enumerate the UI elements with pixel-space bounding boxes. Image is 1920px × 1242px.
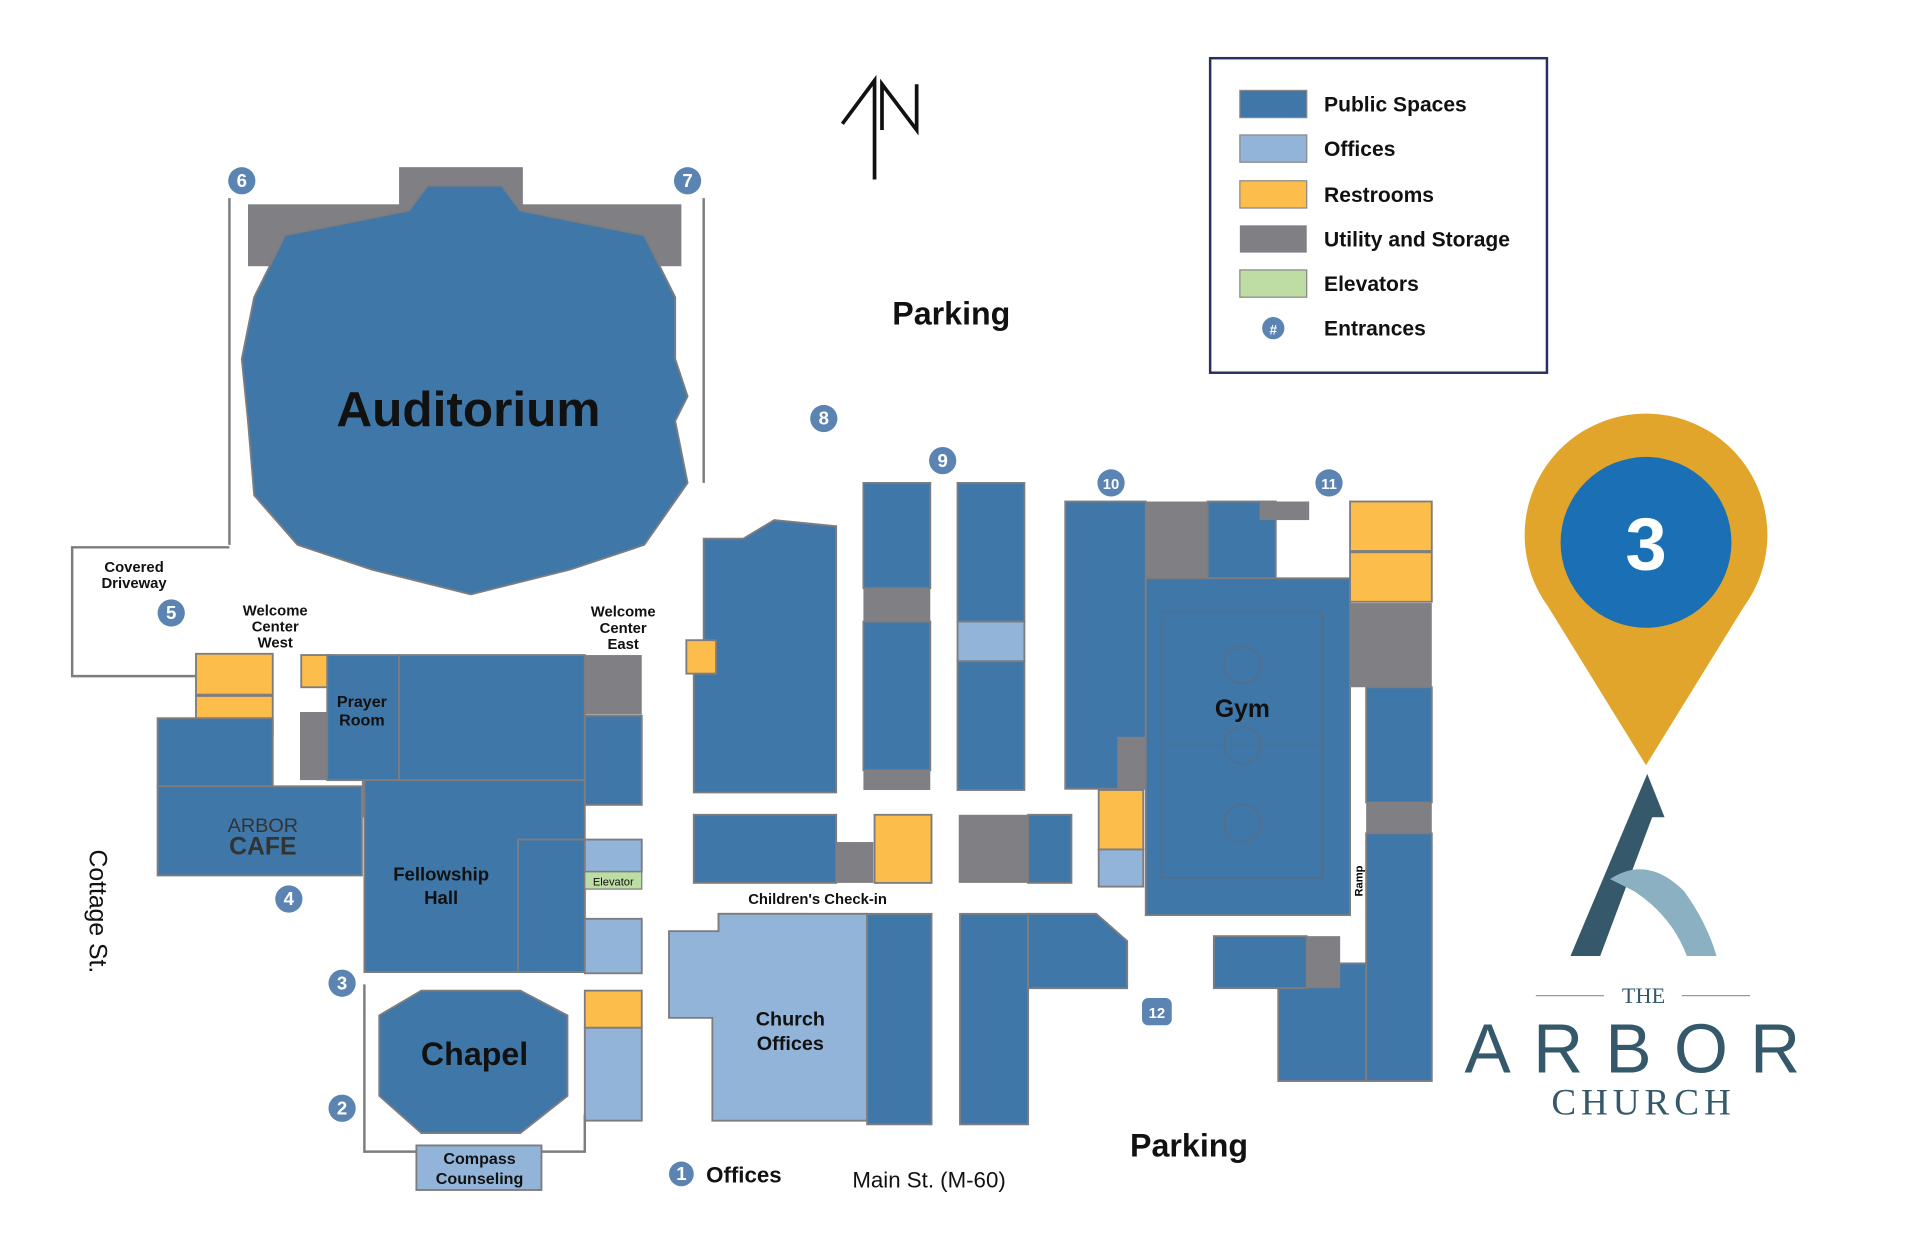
svg-text:6: 6 (237, 170, 247, 191)
welcome-center-west-label: Welcome (243, 603, 308, 619)
chapel[interactable]: Chapel (378, 989, 569, 1134)
welcome-center-east-label: Welcome (591, 605, 656, 621)
compass-label-2: Counseling (436, 1170, 524, 1188)
restroom-childrens[interactable] (873, 813, 933, 884)
svg-text:8: 8 (819, 408, 829, 429)
restroom-gym-1[interactable] (1349, 500, 1433, 552)
parking-south-label: Parking (1130, 1128, 1248, 1164)
cafe-label-2: CAFE (229, 833, 296, 860)
entrance-10[interactable]: 10 (1097, 469, 1125, 497)
legend-restrooms: Restrooms (1324, 184, 1434, 207)
entrance-11[interactable]: 11 (1315, 469, 1343, 497)
svg-text:10: 10 (1103, 477, 1120, 493)
covered-driveway-label: Covered (104, 560, 163, 576)
restroom-men-west[interactable] (195, 652, 274, 696)
arbor-cafe[interactable] (156, 785, 363, 877)
gym[interactable]: Gym (1144, 577, 1351, 917)
legend-utility: Utility and Storage (1324, 228, 1510, 251)
pin-number: 3 (1625, 503, 1666, 586)
elevator[interactable] (584, 871, 643, 890)
prayer-room-label-2: Room (339, 712, 385, 730)
svg-text:4: 4 (284, 888, 295, 909)
prayer-room[interactable] (326, 654, 400, 782)
offices-entrance-label: Offices (706, 1163, 781, 1188)
svg-text:2: 2 (337, 1097, 347, 1118)
entrance-7[interactable]: 7 (673, 167, 702, 195)
svg-text:5: 5 (166, 602, 176, 623)
prayer-room-label: Prayer (337, 693, 388, 711)
legend-public-spaces: Public Spaces (1324, 93, 1467, 116)
childrens-checkin-label: Children's Check-in (748, 892, 887, 908)
auditorium-area[interactable]: Auditorium (228, 167, 705, 596)
fellowship-hall-label-2: Hall (424, 887, 458, 908)
svg-text:11: 11 (1321, 477, 1337, 493)
svg-text:12: 12 (1149, 1006, 1166, 1022)
church-offices-label: Church (756, 1008, 825, 1030)
entrance-2[interactable]: 2 (328, 1094, 356, 1122)
ramp-label: Ramp (1353, 865, 1365, 896)
elevator-label: Elevator (593, 876, 634, 888)
parking-north-label: Parking (892, 295, 1010, 331)
svg-text:7: 7 (682, 170, 692, 191)
covered-driveway-label-2: Driveway (101, 576, 167, 592)
entrance-4[interactable]: 4 (275, 885, 303, 913)
restroom-gym-2[interactable] (1349, 551, 1433, 603)
welcome-center-east-label-3: East (608, 637, 639, 653)
church-offices-label-2: Offices (757, 1033, 824, 1055)
entrance-5[interactable]: 5 (157, 599, 185, 627)
legend: # Public Spaces Offices Restrooms Utilit… (1208, 56, 1549, 374)
cafe-label: ARBOR (228, 815, 298, 837)
restroom-chapel[interactable] (583, 989, 643, 1029)
arbor-church-logo: THE ARBOR CHURCH (1465, 773, 1823, 1123)
restroom-center[interactable] (685, 639, 717, 675)
svg-text:3: 3 (337, 972, 347, 993)
entrance-12[interactable]: 12 (1142, 998, 1172, 1026)
chapel-label: Chapel (421, 1036, 528, 1072)
location-pin: 3 (1524, 413, 1768, 766)
auditorium-label: Auditorium (336, 382, 600, 437)
gym-label: Gym (1215, 696, 1270, 723)
welcome-center-west-label-2: Center (252, 620, 299, 636)
svg-text:THE: THE (1622, 983, 1665, 1008)
svg-text:ARBOR: ARBOR (1465, 1009, 1823, 1087)
legend-elevators: Elevators (1324, 273, 1419, 296)
main-street-label: Main St. (M-60) (852, 1168, 1005, 1193)
entrance-9[interactable]: 9 (929, 447, 957, 475)
compass-label: Compass (443, 1150, 515, 1168)
svg-text:CHURCH: CHURCH (1551, 1082, 1735, 1123)
entrance-8[interactable]: 8 (810, 404, 838, 433)
svg-text:9: 9 (937, 450, 947, 471)
cottage-street-label: Cottage St. (83, 849, 110, 973)
entrance-3[interactable]: 3 (328, 969, 356, 997)
welcome-center-east-label-2: Center (600, 621, 647, 637)
restroom-gym-3[interactable] (1097, 789, 1145, 851)
entrance-symbol: # (1269, 322, 1277, 337)
legend-entrances: Entrances (1324, 318, 1426, 341)
covered-driveway (70, 546, 230, 678)
welcome-center-west-label-3: West (258, 636, 293, 652)
svg-text:1: 1 (676, 1163, 686, 1184)
north-arrow (840, 74, 919, 180)
entrance-1[interactable]: 1 (669, 1161, 694, 1187)
entrance-6[interactable]: 6 (228, 167, 256, 195)
legend-offices: Offices (1324, 138, 1395, 161)
compass-counseling[interactable] (415, 1144, 543, 1191)
fellowship-hall-label: Fellowship (393, 863, 489, 884)
